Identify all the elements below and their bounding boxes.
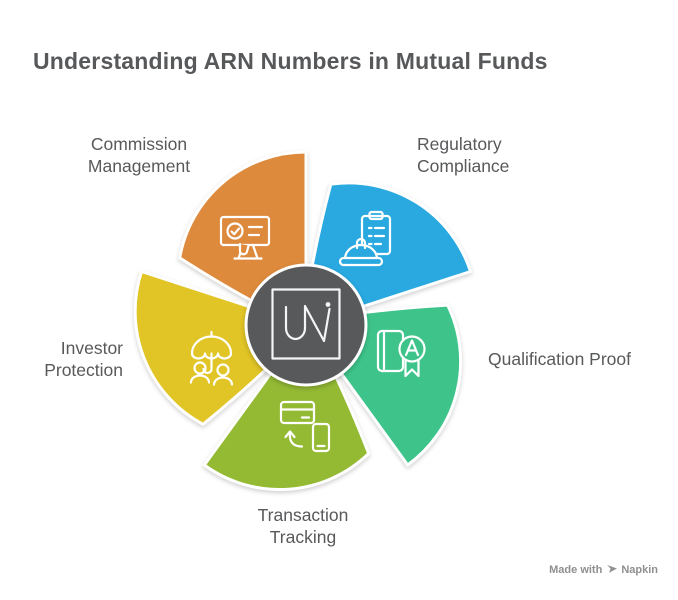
label-transaction-tracking: Transaction Tracking (257, 505, 349, 547)
napkin-logo-icon (607, 563, 618, 577)
hardhat-clipboard-icon (338, 210, 392, 267)
card-phone-transfer-icon (279, 400, 331, 453)
label-qualification-proof: Qualification Proof (488, 349, 631, 369)
center-hub (244, 263, 368, 387)
certificate-book-icon (376, 329, 426, 378)
watermark-made-with: Made with (549, 563, 603, 576)
label-regulatory-compliance: Regulatory Compliance (417, 134, 510, 176)
presentation-check-icon (219, 215, 271, 260)
page-title: Understanding ARN Numbers in Mutual Fund… (33, 48, 548, 74)
label-investor-protection: Investor Protection (44, 338, 123, 380)
uni-monogram-icon (271, 288, 341, 360)
umbrella-people-icon (189, 330, 234, 386)
label-commission-management: Commission Management (87, 134, 191, 176)
watermark-brand: Napkin (621, 563, 658, 576)
watermark: Made with Napkin (549, 562, 658, 577)
